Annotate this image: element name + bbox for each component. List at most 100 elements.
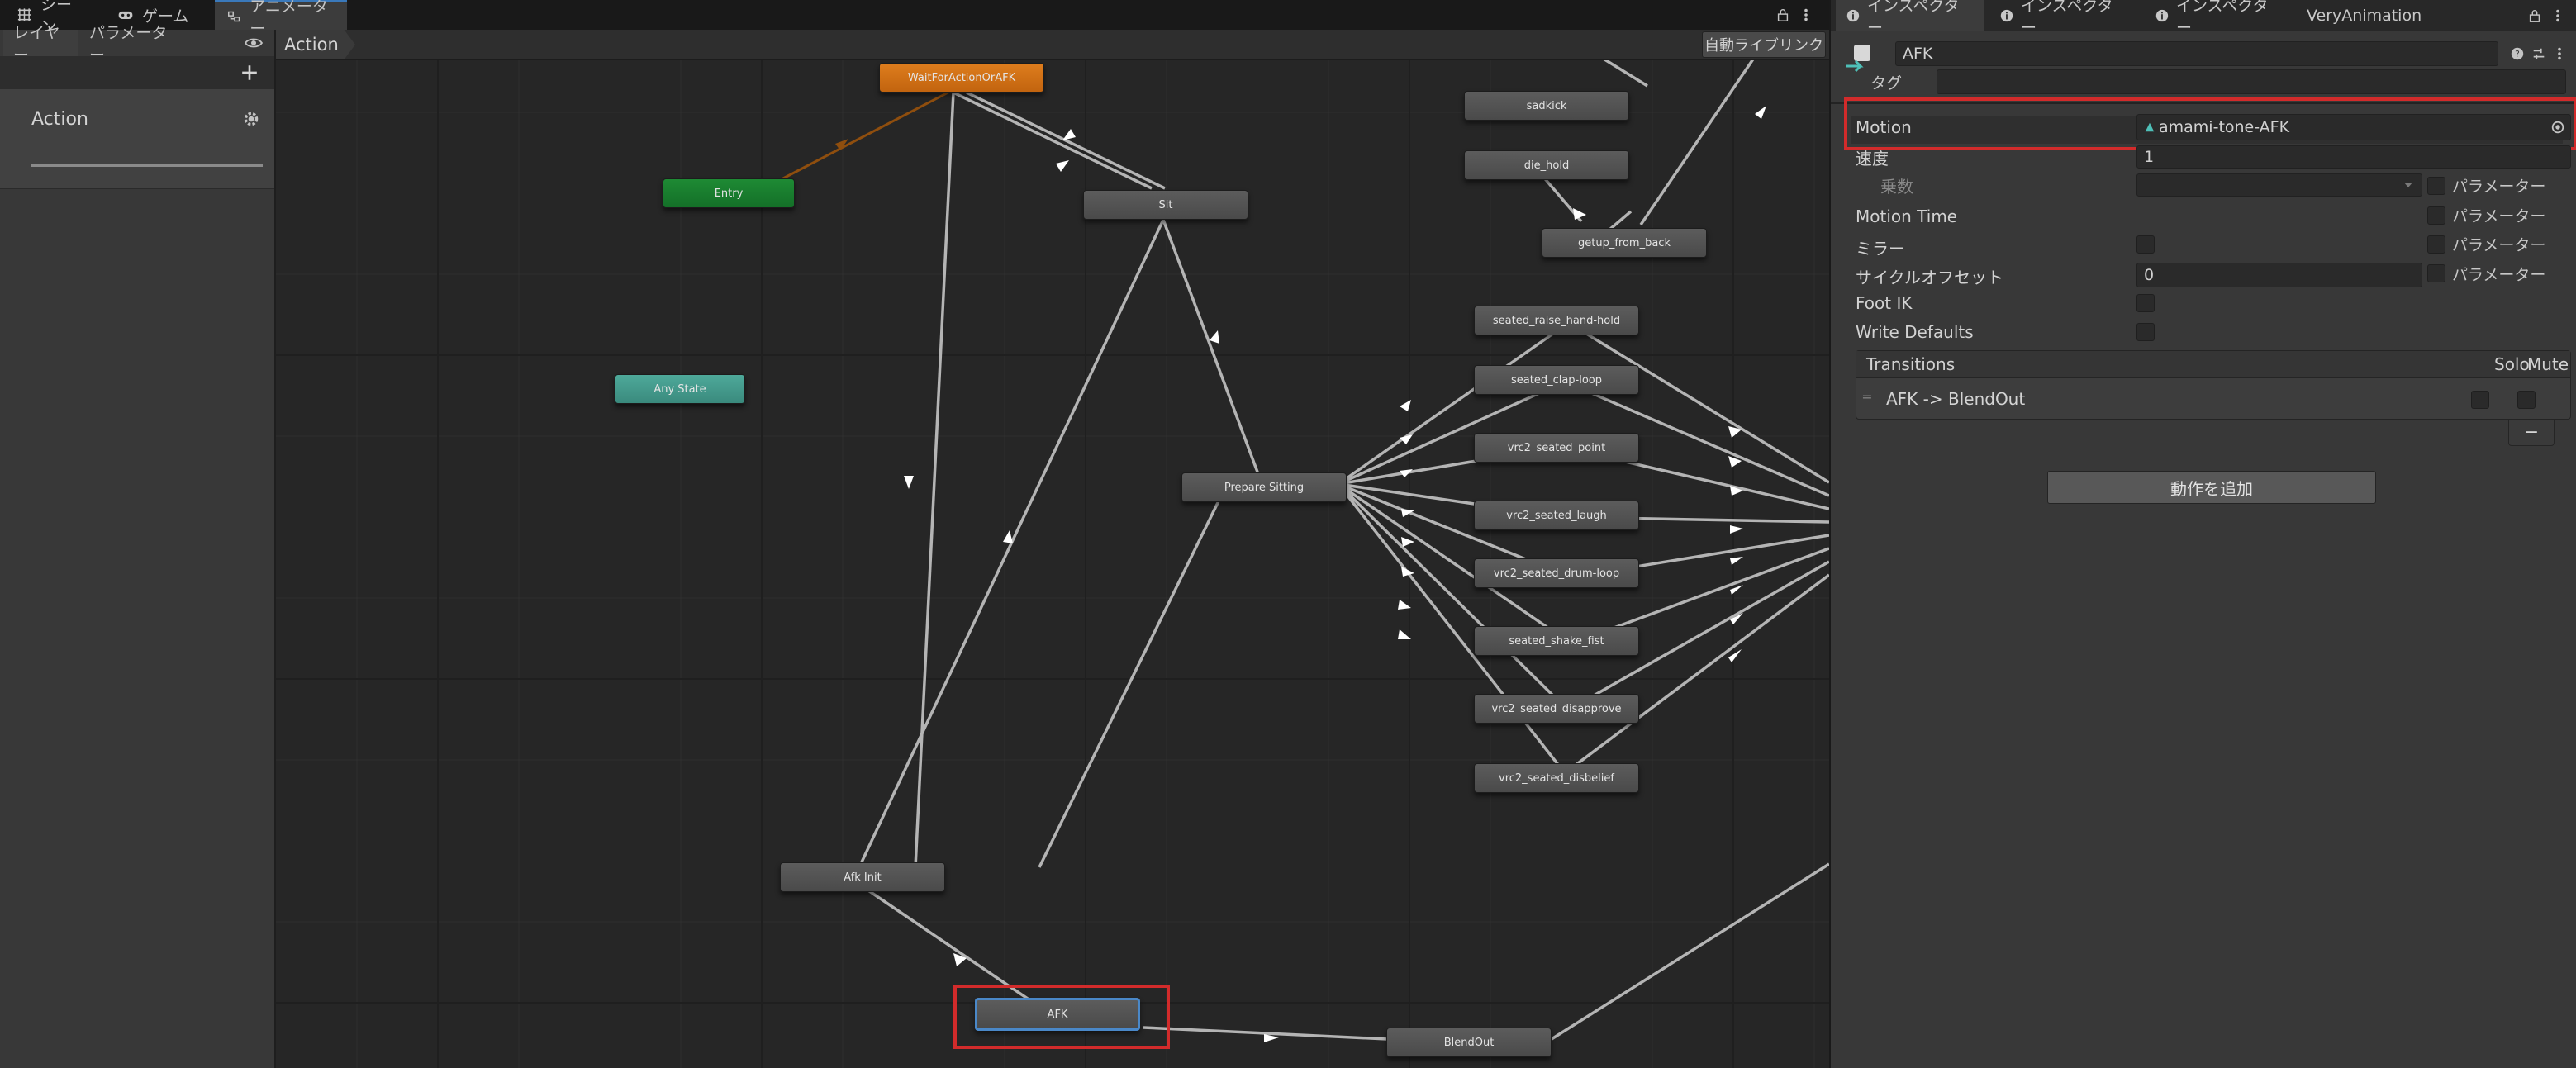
tab-game[interactable]: ゲーム: [106, 0, 211, 30]
svg-text:?: ?: [2515, 49, 2520, 59]
tab-inspector-3[interactable]: インスペクター: [2145, 0, 2293, 37]
grid-icon: [17, 8, 31, 21]
tab-very-animation[interactable]: VeryAnimation: [2307, 7, 2422, 25]
add-layer-button[interactable]: [238, 61, 261, 84]
state-node[interactable]: die_hold: [1464, 150, 1629, 180]
cycle-offset-label: サイクルオフセット: [1856, 268, 2003, 287]
cycle-offset-field[interactable]: 0: [2136, 263, 2422, 287]
state-node[interactable]: seated_clap-loop: [1474, 365, 1639, 395]
object-picker-icon[interactable]: [2548, 117, 2568, 137]
highlight-box-afk: [953, 985, 1170, 1049]
eye-icon[interactable]: [241, 33, 266, 53]
state-node[interactable]: Sit: [1083, 190, 1248, 220]
transition-label: AFK -> BlendOut: [1886, 389, 2026, 409]
animator-graph-canvas[interactable]: WaitForActionOrAFK Entry Any State Sit s…: [276, 30, 1829, 1068]
tab-inspector-2[interactable]: インスペクター: [1989, 0, 2138, 37]
layer-weight-slider[interactable]: [31, 164, 263, 167]
write-defaults-label: Write Defaults: [1856, 322, 1974, 342]
lock-icon[interactable]: [2525, 6, 2545, 26]
motion-time-parameter-checkbox[interactable]: [2427, 206, 2445, 225]
help-icon[interactable]: ?: [2508, 43, 2526, 64]
multiplier-parameter-checkbox[interactable]: [2427, 177, 2445, 195]
info-icon: [2155, 9, 2169, 22]
parameter-label: パラメーター: [2452, 236, 2546, 254]
motion-time-label: Motion Time: [1856, 206, 1958, 226]
state-node-afk-selected[interactable]: AFK: [975, 998, 1140, 1031]
mute-header: Mute: [2527, 354, 2569, 374]
state-node[interactable]: vrc2_seated_disbelief: [1474, 763, 1639, 793]
state-node[interactable]: vrc2_seated_point: [1474, 433, 1639, 463]
motion-label: Motion: [1856, 117, 1912, 137]
kebab-menu-icon[interactable]: [1798, 5, 1814, 25]
graph-grid-and-transitions: [276, 30, 1829, 1068]
foot-ik-checkbox[interactable]: [2136, 294, 2155, 312]
mirror-parameter-checkbox[interactable]: [2427, 235, 2445, 254]
layers-panel: レイヤー パラメーター Action: [0, 24, 276, 1068]
write-defaults-checkbox[interactable]: [2136, 323, 2155, 341]
preset-icon[interactable]: [2530, 43, 2548, 64]
parameter-label: パラメーター: [2452, 266, 2546, 284]
tab-animator[interactable]: アニメーター: [215, 0, 347, 38]
parameter-label: パラメーター: [2452, 207, 2546, 225]
state-node[interactable]: BlendOut: [1386, 1028, 1552, 1057]
drag-handle-icon[interactable]: ═: [1863, 389, 1871, 405]
state-node[interactable]: Prepare Sitting: [1181, 472, 1347, 502]
tag-field[interactable]: [1937, 69, 2566, 94]
object-name-field[interactable]: AFK: [1895, 41, 2498, 66]
state-icon: [1842, 41, 1875, 81]
state-node[interactable]: WaitForActionOrAFK: [879, 63, 1044, 93]
state-node-any-state[interactable]: Any State: [615, 374, 745, 404]
gear-icon[interactable]: [240, 107, 263, 131]
multiplier-dropdown[interactable]: [2136, 173, 2422, 197]
layer-item-action[interactable]: Action: [0, 89, 274, 189]
info-icon: [1846, 9, 1860, 22]
breadcrumb[interactable]: Action: [276, 30, 355, 59]
state-node[interactable]: vrc2_seated_disapprove: [1474, 694, 1639, 724]
solo-checkbox[interactable]: [2471, 391, 2489, 409]
state-node[interactable]: vrc2_seated_drum-loop: [1474, 558, 1639, 588]
gamepad-icon: [118, 11, 133, 19]
animator-icon: [228, 11, 240, 21]
canvas-breadcrumb-bar: Action 自動ライブリンク: [276, 30, 1829, 60]
inspector-tab-bar: インスペクター インスペクター インスペクター VeryAnimation: [1831, 0, 2576, 37]
state-node[interactable]: getup_from_back: [1542, 228, 1707, 258]
divider: [1831, 102, 2576, 104]
mirror-checkbox[interactable]: [2136, 235, 2155, 254]
transitions-header: Transitions Solo Mute: [1856, 351, 2570, 378]
foot-ik-label: Foot IK: [1856, 293, 1913, 313]
highlight-box-motion: [1844, 97, 2576, 150]
tag-label: タグ: [1870, 74, 1903, 93]
animation-clip-icon: [2145, 122, 2155, 132]
state-node[interactable]: seated_raise_hand-hold: [1474, 306, 1639, 335]
motion-field[interactable]: amami-tone-AFK: [2136, 114, 2571, 140]
lock-icon[interactable]: [1773, 5, 1793, 25]
state-node[interactable]: vrc2_seated_laugh: [1474, 501, 1639, 530]
transition-row[interactable]: ═ AFK -> BlendOut: [1856, 379, 2570, 419]
layer-name: Action: [31, 109, 88, 130]
speed-field[interactable]: 1: [2136, 145, 2571, 169]
layer-toolbar: [0, 56, 274, 89]
state-node[interactable]: Afk Init: [780, 862, 945, 892]
tab-label: ゲーム: [142, 7, 189, 26]
solo-header: Solo: [2494, 354, 2530, 374]
remove-transition-button[interactable]: −: [2508, 420, 2555, 446]
multiplier-label: 乗数: [1880, 177, 1913, 197]
state-node-entry[interactable]: Entry: [663, 178, 795, 208]
transitions-header-label: Transitions: [1866, 354, 1956, 374]
add-behaviour-button[interactable]: 動作を追加: [2047, 471, 2376, 504]
cycle-offset-parameter-checkbox[interactable]: [2427, 264, 2445, 282]
info-icon: [2000, 9, 2013, 22]
state-node[interactable]: sadkick: [1464, 91, 1629, 121]
kebab-menu-icon[interactable]: [2550, 6, 2566, 26]
window-tab-bar: シーン ゲーム アニメーター: [0, 0, 1829, 38]
mute-checkbox[interactable]: [2517, 391, 2536, 409]
tab-parameters[interactable]: パラメーター: [89, 24, 168, 64]
tab-inspector-1[interactable]: インスペクター: [1836, 0, 1984, 37]
state-node[interactable]: seated_shake_fist: [1474, 626, 1639, 656]
tab-layers[interactable]: レイヤー: [3, 24, 78, 64]
auto-live-link-button[interactable]: 自動ライブリンク: [1702, 31, 1826, 58]
chevron-down-icon: [2404, 183, 2412, 187]
kebab-menu-icon[interactable]: [2551, 43, 2568, 64]
speed-label: 速度: [1856, 149, 1889, 169]
inspector-panel: インスペクター インスペクター インスペクター VeryAnimation AF…: [1829, 0, 2576, 1068]
